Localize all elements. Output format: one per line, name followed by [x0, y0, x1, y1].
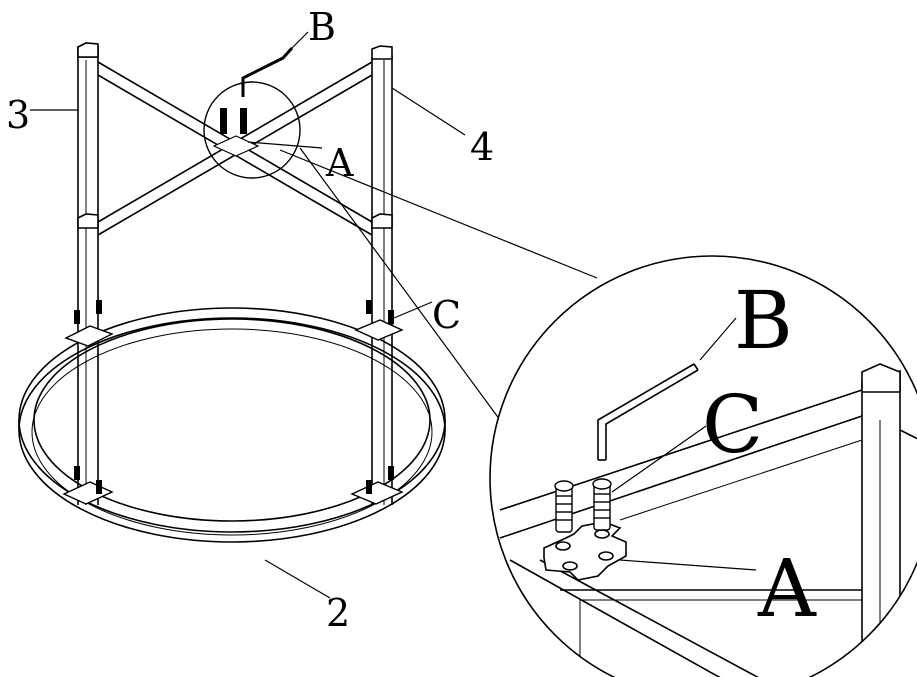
- label-part-3: 3: [6, 93, 30, 137]
- hex-key: [597, 363, 699, 461]
- cross-plate: [543, 521, 627, 581]
- label-part-b: B: [308, 5, 336, 49]
- screws-small: [74, 300, 394, 494]
- label-part-4: 4: [470, 125, 494, 169]
- label-part-2: 2: [326, 591, 350, 635]
- base-ring: [18, 307, 446, 543]
- label-detail-a: A: [757, 542, 817, 635]
- screw-bolts: [554, 478, 612, 533]
- right-post: [371, 45, 393, 505]
- foot-plates: [62, 319, 404, 505]
- frame: [77, 42, 393, 505]
- label-detail-b: B: [734, 274, 793, 367]
- label-part-a: A: [325, 141, 354, 185]
- detail-circle-large: [489, 255, 917, 677]
- label-detail-c: C: [702, 378, 763, 471]
- leader-lines: [30, 31, 757, 599]
- zoom-connector-lines: [279, 147, 598, 421]
- label-part-c: C: [432, 293, 461, 337]
- left-post: [77, 42, 99, 505]
- detail-circle-small: [203, 46, 301, 179]
